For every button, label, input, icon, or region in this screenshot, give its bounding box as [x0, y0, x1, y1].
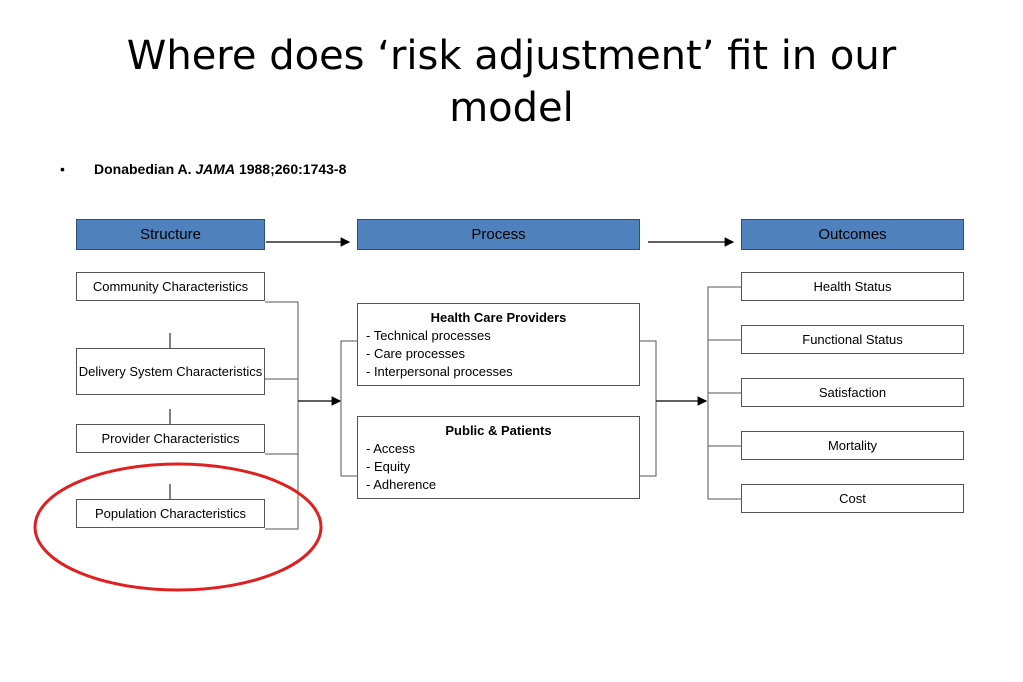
header-process: Process	[357, 219, 640, 250]
outcome-item-health-status: Health Status	[741, 272, 964, 301]
process-item-line: - Adherence	[366, 477, 437, 492]
outcomes-bracket	[707, 286, 741, 500]
citation-author: Donabedian A.	[94, 161, 196, 177]
process-item-line: - Access	[366, 441, 416, 456]
process-item-heading: Public & Patients	[445, 423, 552, 438]
bullet-icon: •	[60, 161, 65, 177]
process-item-line: - Equity	[366, 459, 411, 474]
structure-item-community: Community Characteristics	[76, 272, 265, 301]
outcome-item-cost: Cost	[741, 484, 964, 513]
process-item-line: - Care processes	[366, 346, 465, 361]
process-item-heading: Health Care Providers	[430, 310, 567, 325]
citation-journal: JAMA	[195, 161, 236, 177]
process-right-bracket	[640, 340, 657, 477]
header-structure: Structure	[76, 219, 265, 250]
outcome-item-satisfaction: Satisfaction	[741, 378, 964, 407]
header-outcomes: Outcomes	[741, 219, 964, 250]
process-left-bracket	[340, 340, 358, 477]
process-item-line: - Technical processes	[366, 328, 491, 343]
structure-item-population: Population Characteristics	[76, 499, 265, 528]
process-item-line: - Interpersonal processes	[366, 364, 513, 379]
structure-item-provider: Provider Characteristics	[76, 424, 265, 453]
structure-item-delivery-system: Delivery System Characteristics	[76, 348, 265, 395]
outcome-item-functional-status: Functional Status	[741, 325, 964, 354]
process-item-health-care-providers: Health Care Providers - Technical proces…	[357, 303, 640, 386]
slide-title: Where does ‘risk adjustment’ fit in our …	[126, 33, 897, 131]
citation: • Donabedian A. JAMA 1988;260:1743-8	[60, 161, 346, 177]
process-item-public-patients: Public & Patients - Access - Equity - Ad…	[357, 416, 640, 499]
citation-ref: 1988;260:1743-8	[235, 161, 347, 177]
structure-bracket	[265, 301, 299, 530]
outcome-item-mortality: Mortality	[741, 431, 964, 460]
